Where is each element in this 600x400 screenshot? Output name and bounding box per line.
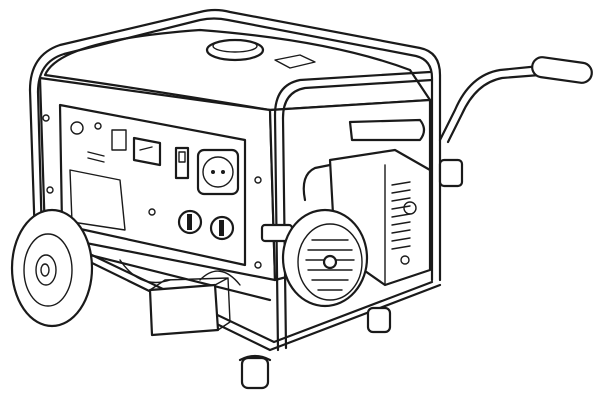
feet: [238, 306, 392, 390]
main-outlet: [196, 148, 240, 196]
circuit-breaker-knob: [70, 121, 84, 135]
wheel: [10, 208, 94, 328]
air-filter-vents: [391, 181, 417, 265]
usb-port: [111, 129, 127, 151]
outlet-left: [177, 209, 203, 235]
recoil-starter: [281, 163, 369, 308]
handle: [260, 56, 593, 243]
fuel-tank: [43, 28, 432, 112]
frame: [28, 8, 442, 352]
outlet-right: [209, 215, 235, 241]
battery: [119, 259, 241, 337]
control-panel: [58, 103, 247, 267]
voltmeter: [132, 136, 162, 167]
bolts: [42, 114, 262, 269]
